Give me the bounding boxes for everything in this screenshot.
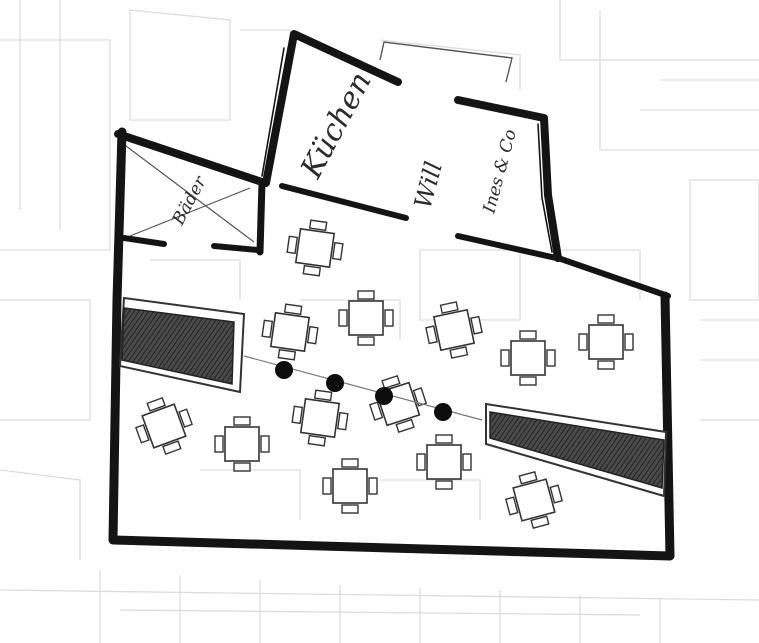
table-set	[258, 300, 322, 364]
table-set	[500, 466, 568, 534]
table-set	[214, 416, 270, 472]
label-annex-1: Will	[409, 159, 448, 212]
building-walls	[108, 30, 675, 561]
table-set	[421, 297, 487, 363]
table-set	[283, 216, 347, 280]
label-left-room: Bäder	[168, 173, 211, 230]
table-set	[288, 386, 352, 450]
columns	[275, 361, 452, 421]
label-annex-2: Ines & Co	[479, 127, 521, 216]
table-set	[578, 314, 634, 370]
table-set	[322, 458, 378, 514]
column	[434, 403, 452, 421]
left-counter	[118, 296, 246, 394]
room-cross-marking	[125, 145, 255, 243]
table-set	[338, 290, 394, 346]
column	[326, 374, 344, 392]
column	[375, 387, 393, 405]
label-kitchen: Küchen	[294, 66, 379, 184]
column	[275, 361, 293, 379]
table-set	[416, 434, 472, 490]
table-set	[500, 330, 556, 386]
entrance-door-sketch	[379, 41, 513, 83]
right-counter	[485, 402, 668, 498]
table-set	[128, 390, 200, 462]
